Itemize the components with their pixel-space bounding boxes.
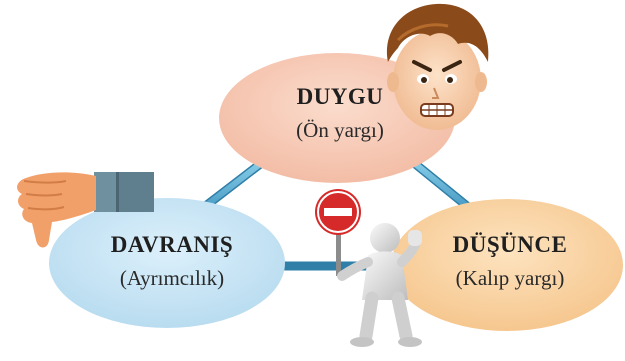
dusunce-circle xyxy=(391,199,623,331)
davranis-circle xyxy=(49,198,285,328)
angry-boy-face-icon xyxy=(387,3,489,130)
duygu-subtitle: (Ön yargı) xyxy=(296,118,384,142)
davranis-subtitle: (Ayrımcılık) xyxy=(119,266,225,290)
dusunce-title: DÜŞÜNCE xyxy=(452,232,568,257)
thumbs-down-hand-icon xyxy=(17,172,154,248)
dusunce-subtitle: (Kalıp yargı) xyxy=(455,266,565,290)
davranis-title: DAVRANIŞ xyxy=(110,232,234,257)
duygu-title: DUYGU xyxy=(296,84,384,109)
stop-sign-figure-icon xyxy=(315,189,422,347)
